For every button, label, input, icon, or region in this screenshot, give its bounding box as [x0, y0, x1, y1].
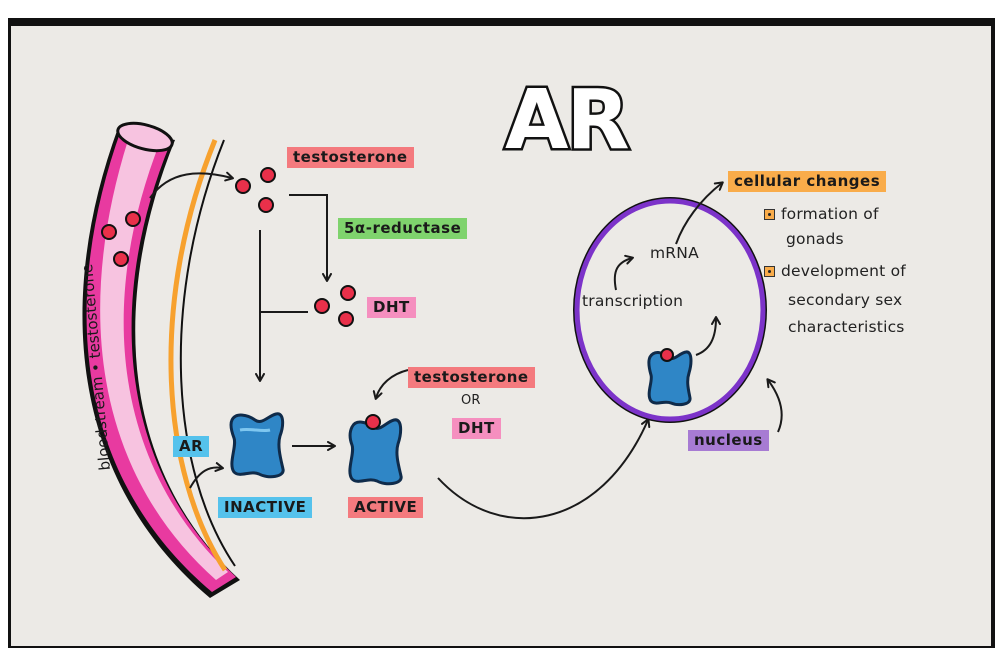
label-dht-right: DHT — [452, 418, 501, 439]
label-nucleus: nucleus — [688, 430, 769, 451]
label-mrna: mRNA — [650, 244, 699, 262]
arrow-to-mrna — [613, 254, 634, 291]
label-5a-reductase: 5α-reductase — [338, 218, 468, 239]
label-testosterone-top: testosterone — [287, 147, 414, 168]
nuclear-receptor — [647, 348, 693, 407]
arrow-to-transcription — [695, 316, 721, 356]
bullet-icon — [764, 209, 775, 220]
label-ar: AR — [173, 436, 210, 457]
label-or: OR — [461, 393, 481, 408]
blood-vessel — [82, 121, 240, 598]
label-active: ACTIVE — [348, 497, 424, 518]
change-2-line1: development of — [781, 262, 906, 280]
arrow-active-to-nucleus — [437, 418, 651, 520]
arrow-label-to-nucleus — [766, 378, 783, 433]
change-item-gonads: formation of — [764, 205, 879, 223]
label-testosterone-right: testosterone — [408, 367, 535, 388]
arrow-ligand-to-active — [372, 369, 409, 400]
label-cellular-changes: cellular changes — [728, 171, 887, 192]
label-transcription: transcription — [582, 292, 684, 310]
arrow-vessel-to-testosterone — [149, 171, 234, 199]
arrow-to-dht — [289, 194, 332, 282]
change-2-line3: characteristics — [788, 318, 905, 336]
arrow-to-cellular-changes — [675, 181, 724, 245]
testosterone-molecules — [235, 167, 276, 213]
label-dht-mid: DHT — [367, 297, 416, 318]
svg-text:AR: AR — [505, 73, 628, 168]
change-1-line2: gonads — [786, 230, 844, 248]
change-2-line2: secondary sex — [788, 291, 903, 309]
label-inactive: INACTIVE — [218, 497, 313, 518]
change-1-line1: formation of — [781, 205, 879, 223]
dht-molecules — [314, 285, 356, 327]
active-receptor — [348, 414, 403, 486]
arrow-ar-to-inactive — [189, 462, 224, 489]
change-item-secondary-sex: development of — [764, 262, 906, 280]
vessel-molecules — [101, 211, 141, 267]
nucleus — [573, 197, 767, 423]
inactive-receptor — [229, 412, 285, 479]
title-ar: AR — [503, 71, 633, 171]
bullet-icon — [764, 266, 775, 277]
